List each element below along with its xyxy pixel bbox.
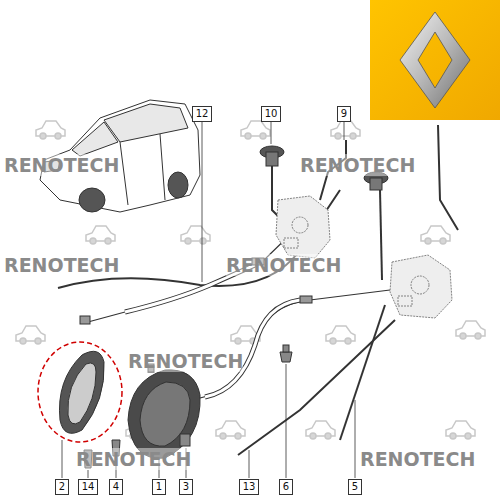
watermark: RENOTECH — [300, 154, 415, 176]
callout-number: 9 — [337, 106, 351, 122]
callout-number: 4 — [109, 479, 123, 495]
handle-lever — [38, 342, 122, 442]
lock-rods — [238, 125, 458, 455]
callout-number: 6 — [279, 479, 293, 495]
watermark: RENOTECH — [4, 254, 119, 276]
callout-number: 2 — [55, 479, 69, 495]
handle-housing — [128, 370, 200, 458]
callout-number: 12 — [192, 106, 213, 122]
watermark: RENOTECH — [4, 154, 119, 176]
callout-number: 13 — [239, 479, 260, 495]
watermark: RENOTECH — [226, 254, 341, 276]
watermark: RENOTECH — [76, 448, 191, 470]
watermark: RENOTECH — [128, 350, 243, 372]
callout-number: 5 — [348, 479, 362, 495]
callout-number: 1 — [152, 479, 166, 495]
callout-number: 3 — [179, 479, 193, 495]
callout-number: 14 — [78, 479, 99, 495]
watermark: RENOTECH — [360, 448, 475, 470]
brand-logo — [370, 0, 500, 120]
callout-number: 10 — [261, 106, 282, 122]
